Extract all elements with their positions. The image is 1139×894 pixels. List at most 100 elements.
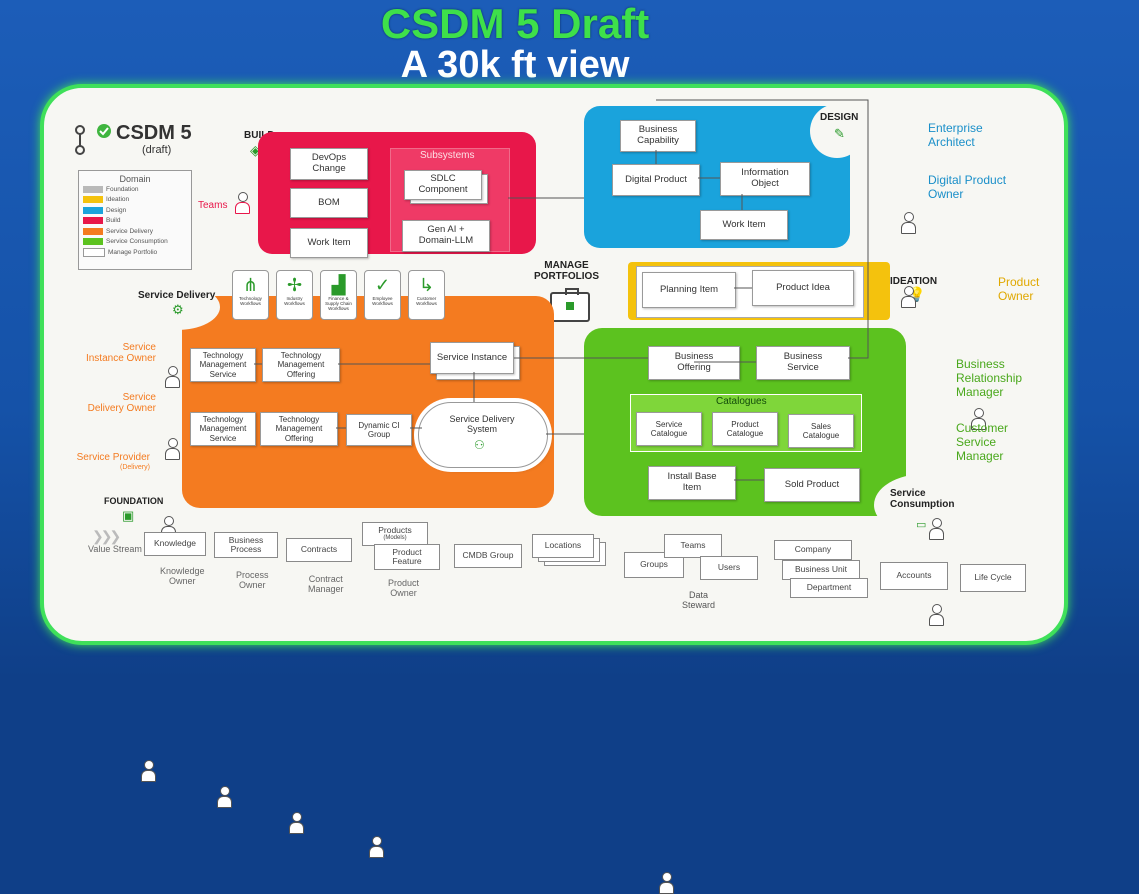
department-box[interactable]: Department bbox=[790, 578, 868, 598]
life-cycle-box[interactable]: Life Cycle bbox=[960, 564, 1026, 592]
legend-swatch bbox=[83, 217, 103, 225]
bom-box[interactable]: BOM bbox=[290, 188, 368, 218]
design-work-item-box[interactable]: Work Item bbox=[700, 210, 788, 240]
teams-box[interactable]: Teams bbox=[664, 534, 722, 558]
slide-subtitle: A 30k ft view bbox=[400, 44, 630, 86]
tech-mgmt-service-box[interactable]: Technology Management Service bbox=[190, 348, 256, 382]
finance-workflows-tile[interactable]: ▟Finance & Supply Chain Workflows bbox=[320, 270, 357, 320]
teams-person-icon bbox=[234, 192, 250, 214]
persona-product-owner: Product Owner bbox=[998, 275, 1040, 303]
csdm-logo-icon bbox=[72, 122, 111, 155]
legend-label: Build bbox=[106, 217, 121, 225]
users-box[interactable]: Users bbox=[700, 556, 758, 580]
data-steward-icon bbox=[658, 872, 674, 894]
data-steward-label: Data Steward bbox=[682, 590, 716, 610]
business-unit-box[interactable]: Business Unit bbox=[782, 560, 860, 580]
product-owner-foundation-label: Product Owner bbox=[388, 578, 420, 598]
tech-mgmt-service-2-box[interactable]: Technology Management Service bbox=[190, 412, 256, 446]
service-instance-box[interactable]: Service Instance bbox=[430, 342, 514, 374]
tech-mgmt-offering-box[interactable]: Technology Management Offering bbox=[262, 348, 340, 382]
contracts-box[interactable]: Contracts bbox=[286, 538, 352, 562]
service-delivery-system-cloud[interactable] bbox=[418, 402, 548, 468]
legend-item: Service Consumption bbox=[83, 237, 191, 248]
products-box[interactable]: Products(Models) bbox=[362, 522, 428, 546]
persona-service-instance-owner: Service Instance Owner bbox=[85, 342, 156, 364]
consumption-badge bbox=[874, 474, 974, 536]
sold-product-box[interactable]: Sold Product bbox=[764, 468, 860, 502]
subsystems-label: Subsystems bbox=[420, 150, 475, 161]
business-capability-box[interactable]: Business Capability bbox=[620, 120, 696, 152]
service-catalogue-box[interactable]: Service Catalogue bbox=[636, 412, 702, 446]
groups-box[interactable]: Groups bbox=[624, 552, 684, 578]
slide-canvas: CSDM 5 (draft) Domain Foundation Ideatio… bbox=[40, 84, 1068, 894]
technology-workflows-tile[interactable]: ⋔Technology Workflows bbox=[232, 270, 269, 320]
sds-label: Service Delivery System bbox=[449, 414, 515, 434]
legend-item: Build bbox=[83, 216, 191, 227]
cmdb-group-box[interactable]: CMDB Group bbox=[454, 544, 522, 568]
sds-icon: ⚇ bbox=[474, 438, 485, 452]
customer-service-manager-icon bbox=[928, 604, 944, 626]
devops-change-box[interactable]: DevOps Change bbox=[290, 148, 368, 180]
product-owner-icon bbox=[970, 408, 986, 430]
knowledge-box[interactable]: Knowledge bbox=[144, 532, 206, 556]
design-label: DESIGN bbox=[820, 112, 859, 123]
product-feature-box[interactable]: Product Feature bbox=[374, 544, 440, 570]
build-icon: ◈ bbox=[250, 142, 261, 158]
persona-service-provider-sub: (Delivery) bbox=[120, 464, 150, 471]
teams-label: Teams bbox=[198, 200, 228, 211]
tile-label: Customer Workflows bbox=[416, 296, 437, 306]
curve-icon: ↳ bbox=[418, 275, 435, 295]
digital-product-box[interactable]: Digital Product bbox=[612, 164, 700, 196]
legend-swatch bbox=[83, 185, 103, 193]
business-relationship-manager-icon bbox=[928, 518, 944, 540]
product-owner-foundation-icon bbox=[368, 836, 384, 858]
customer-workflows-tile[interactable]: ↳Customer Workflows bbox=[408, 270, 445, 320]
business-service-box[interactable]: Business Service bbox=[756, 346, 850, 380]
product-idea-box[interactable]: Product Idea bbox=[752, 270, 854, 306]
knowledge-owner-icon bbox=[140, 760, 156, 782]
business-process-box[interactable]: Business Process bbox=[214, 532, 278, 558]
persona-service-provider: Service Provider bbox=[76, 452, 150, 463]
logo-name: CSDM 5 bbox=[116, 122, 192, 144]
contract-manager-icon bbox=[288, 812, 304, 834]
briefcase-icon bbox=[550, 288, 590, 322]
process-owner-label: Process Owner bbox=[236, 570, 269, 590]
build-work-item-box[interactable]: Work Item bbox=[290, 228, 368, 258]
planning-item-box[interactable]: Planning Item bbox=[642, 272, 736, 308]
dynamic-ci-group-box[interactable]: Dynamic CI Group bbox=[346, 414, 412, 446]
tech-mgmt-offering-2-box[interactable]: Technology Management Offering bbox=[260, 412, 338, 446]
tile-label: Technology Workflows bbox=[239, 296, 262, 306]
install-base-item-box[interactable]: Install Base Item bbox=[648, 466, 736, 500]
value-stream-label: Value Stream bbox=[88, 544, 142, 554]
industry-workflows-tile[interactable]: ✢Industry Workflows bbox=[276, 270, 313, 320]
sdlc-component-box[interactable]: SDLC Component bbox=[404, 170, 482, 200]
legend-title: Domain bbox=[119, 174, 151, 184]
manage-portfolios-label: MANAGE PORTFOLIOS bbox=[534, 260, 599, 282]
accounts-box[interactable]: Accounts bbox=[880, 562, 948, 590]
legend-label: Foundation bbox=[106, 185, 139, 193]
bar-chart-icon: ▟ bbox=[331, 275, 346, 295]
persona-digital-product-owner: Digital Product Owner bbox=[928, 173, 1007, 201]
information-object-box[interactable]: Information Object bbox=[720, 162, 810, 196]
service-delivery-owner-icon bbox=[164, 438, 180, 460]
service-consumption-label: Service Consumption bbox=[890, 488, 955, 510]
legend-item: Manage Portfolio bbox=[83, 247, 191, 258]
company-box[interactable]: Company bbox=[774, 540, 852, 560]
legend-swatch bbox=[83, 196, 103, 204]
legend-swatch bbox=[83, 206, 103, 214]
catalogues-label: Catalogues bbox=[716, 396, 767, 407]
legend-item: Service Delivery bbox=[83, 226, 191, 237]
persona-customer-service-manager: Customer Service Manager bbox=[956, 421, 1009, 463]
business-offering-box[interactable]: Business Offering bbox=[648, 346, 740, 380]
product-catalogue-box[interactable]: Product Catalogue bbox=[712, 412, 778, 446]
persona-business-relationship-manager: Business Relationship Manager bbox=[956, 357, 1023, 399]
legend-item: Ideation bbox=[83, 195, 191, 206]
locations-box[interactable]: Locations bbox=[532, 534, 594, 558]
employee-workflows-tile[interactable]: ✓Employee Workflows bbox=[364, 270, 401, 320]
digital-product-owner-icon bbox=[900, 286, 916, 308]
tile-label: Employee Workflows bbox=[372, 296, 393, 306]
persona-service-delivery-owner: Service Delivery Owner bbox=[87, 392, 156, 414]
legend-item: Foundation bbox=[83, 184, 191, 195]
sales-catalogue-box[interactable]: Sales Catalogue bbox=[788, 414, 854, 448]
genai-box[interactable]: Gen AI + Domain-LLM bbox=[402, 220, 490, 252]
